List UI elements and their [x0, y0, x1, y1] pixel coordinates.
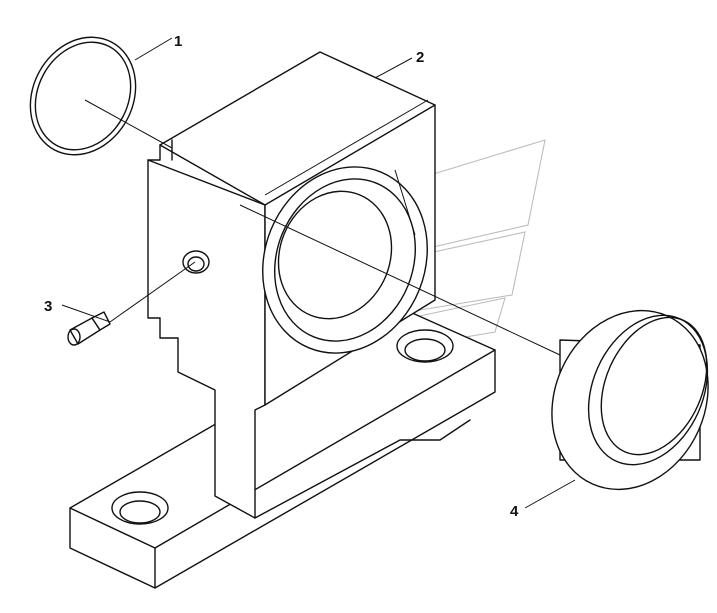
callout-4: 4 [510, 503, 519, 520]
callout-3: 3 [44, 298, 52, 315]
callout-2: 2 [416, 49, 424, 66]
grease-fitting-part [67, 311, 111, 346]
leader-lines [61, 37, 576, 509]
bushing-part [551, 309, 709, 491]
bearing-housing-part [69, 51, 496, 589]
callout-1: 1 [174, 33, 182, 50]
o-ring-part [29, 36, 137, 156]
